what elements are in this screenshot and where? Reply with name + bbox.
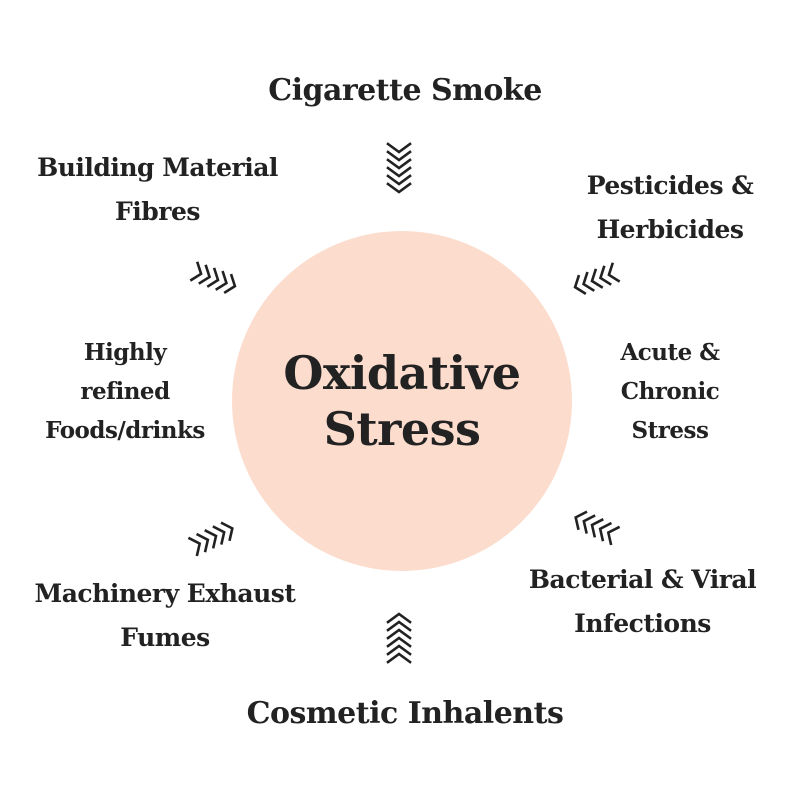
label-bacterial-viral: Bacterial & Viral Infections bbox=[500, 558, 785, 646]
chevron-arrow-building bbox=[189, 261, 237, 295]
chevron-icon bbox=[212, 525, 226, 545]
label-bacterial-viral-line-2: Infections bbox=[574, 609, 711, 638]
chevron-icon bbox=[195, 532, 210, 553]
label-building-material-line-1: Building Material bbox=[37, 153, 278, 182]
label-highly-refined-foods-line-1: Highly bbox=[83, 339, 167, 366]
center-title-line-2: Stress bbox=[323, 402, 481, 456]
label-machinery-exhaust-line-2: Fumes bbox=[120, 623, 210, 652]
chevron-icon bbox=[386, 612, 412, 624]
chevron-icon bbox=[606, 525, 621, 546]
label-acute-chronic-stress-line-1: Acute & bbox=[620, 339, 720, 366]
chevron-arrow-cosmetic bbox=[386, 612, 412, 664]
label-machinery-exhaust: Machinery Exhaust Fumes bbox=[5, 572, 325, 660]
chevron-arrow-infections bbox=[574, 510, 621, 546]
label-pesticides-line-2: Herbicides bbox=[596, 215, 744, 244]
label-cosmetic-inhalents-line-1: Cosmetic Inhalents bbox=[246, 696, 564, 731]
chevron-icon bbox=[386, 644, 412, 656]
chevron-icon bbox=[386, 166, 412, 178]
label-cosmetic-inhalents: Cosmetic Inhalents bbox=[200, 695, 610, 733]
chevron-icon bbox=[386, 142, 412, 154]
chevron-icon bbox=[598, 521, 613, 542]
oxidative-stress-circle: Oxidative Stress bbox=[232, 231, 572, 571]
chevron-icon bbox=[386, 652, 412, 664]
chevron-icon bbox=[204, 529, 218, 549]
chevron-arrow-pesticides bbox=[573, 262, 621, 296]
chevron-icon bbox=[386, 174, 412, 186]
chevron-icon bbox=[223, 273, 237, 295]
label-cigarette-smoke-line-1: Cigarette Smoke bbox=[268, 73, 542, 108]
label-acute-chronic-stress-line-2: Chronic bbox=[620, 378, 720, 405]
label-cigarette-smoke: Cigarette Smoke bbox=[210, 72, 600, 110]
chevron-icon bbox=[590, 268, 604, 289]
chevron-icon bbox=[220, 521, 234, 542]
label-building-material: Building Material Fibres bbox=[10, 146, 305, 234]
chevron-icon bbox=[607, 262, 621, 283]
chevron-icon bbox=[573, 274, 587, 296]
label-acute-chronic-stress-line-3: Stress bbox=[631, 417, 709, 444]
chevron-icon bbox=[189, 261, 203, 282]
chevron-icon bbox=[198, 264, 212, 285]
label-highly-refined-foods: Highly refined Foods/drinks bbox=[20, 333, 230, 450]
label-building-material-line-2: Fibres bbox=[115, 197, 200, 226]
chevron-arrow-cigarette bbox=[386, 142, 412, 194]
center-title-line-1: Oxidative bbox=[283, 346, 521, 400]
label-acute-chronic-stress: Acute & Chronic Stress bbox=[580, 333, 760, 450]
chevron-arrow-machinery bbox=[187, 521, 234, 557]
chevron-icon bbox=[386, 182, 412, 194]
chevron-icon bbox=[386, 158, 412, 170]
chevron-icon bbox=[386, 636, 412, 648]
chevron-icon bbox=[590, 518, 604, 538]
label-highly-refined-foods-line-2: refined bbox=[80, 378, 170, 405]
label-pesticides: Pesticides & Herbicides bbox=[555, 164, 785, 252]
label-bacterial-viral-line-1: Bacterial & Viral bbox=[528, 565, 757, 594]
chevron-icon bbox=[386, 150, 412, 162]
label-machinery-exhaust-line-1: Machinery Exhaust bbox=[34, 579, 296, 608]
chevron-icon bbox=[386, 620, 412, 632]
chevron-icon bbox=[215, 270, 229, 291]
chevron-icon bbox=[582, 514, 596, 534]
chevron-icon bbox=[187, 536, 202, 557]
chevron-icon bbox=[206, 267, 220, 288]
chevron-icon bbox=[598, 265, 612, 286]
chevron-icon bbox=[574, 510, 588, 531]
label-highly-refined-foods-line-3: Foods/drinks bbox=[45, 417, 205, 444]
chevron-icon bbox=[581, 271, 595, 292]
label-pesticides-line-1: Pesticides & bbox=[586, 171, 754, 200]
chevron-icon bbox=[386, 628, 412, 640]
